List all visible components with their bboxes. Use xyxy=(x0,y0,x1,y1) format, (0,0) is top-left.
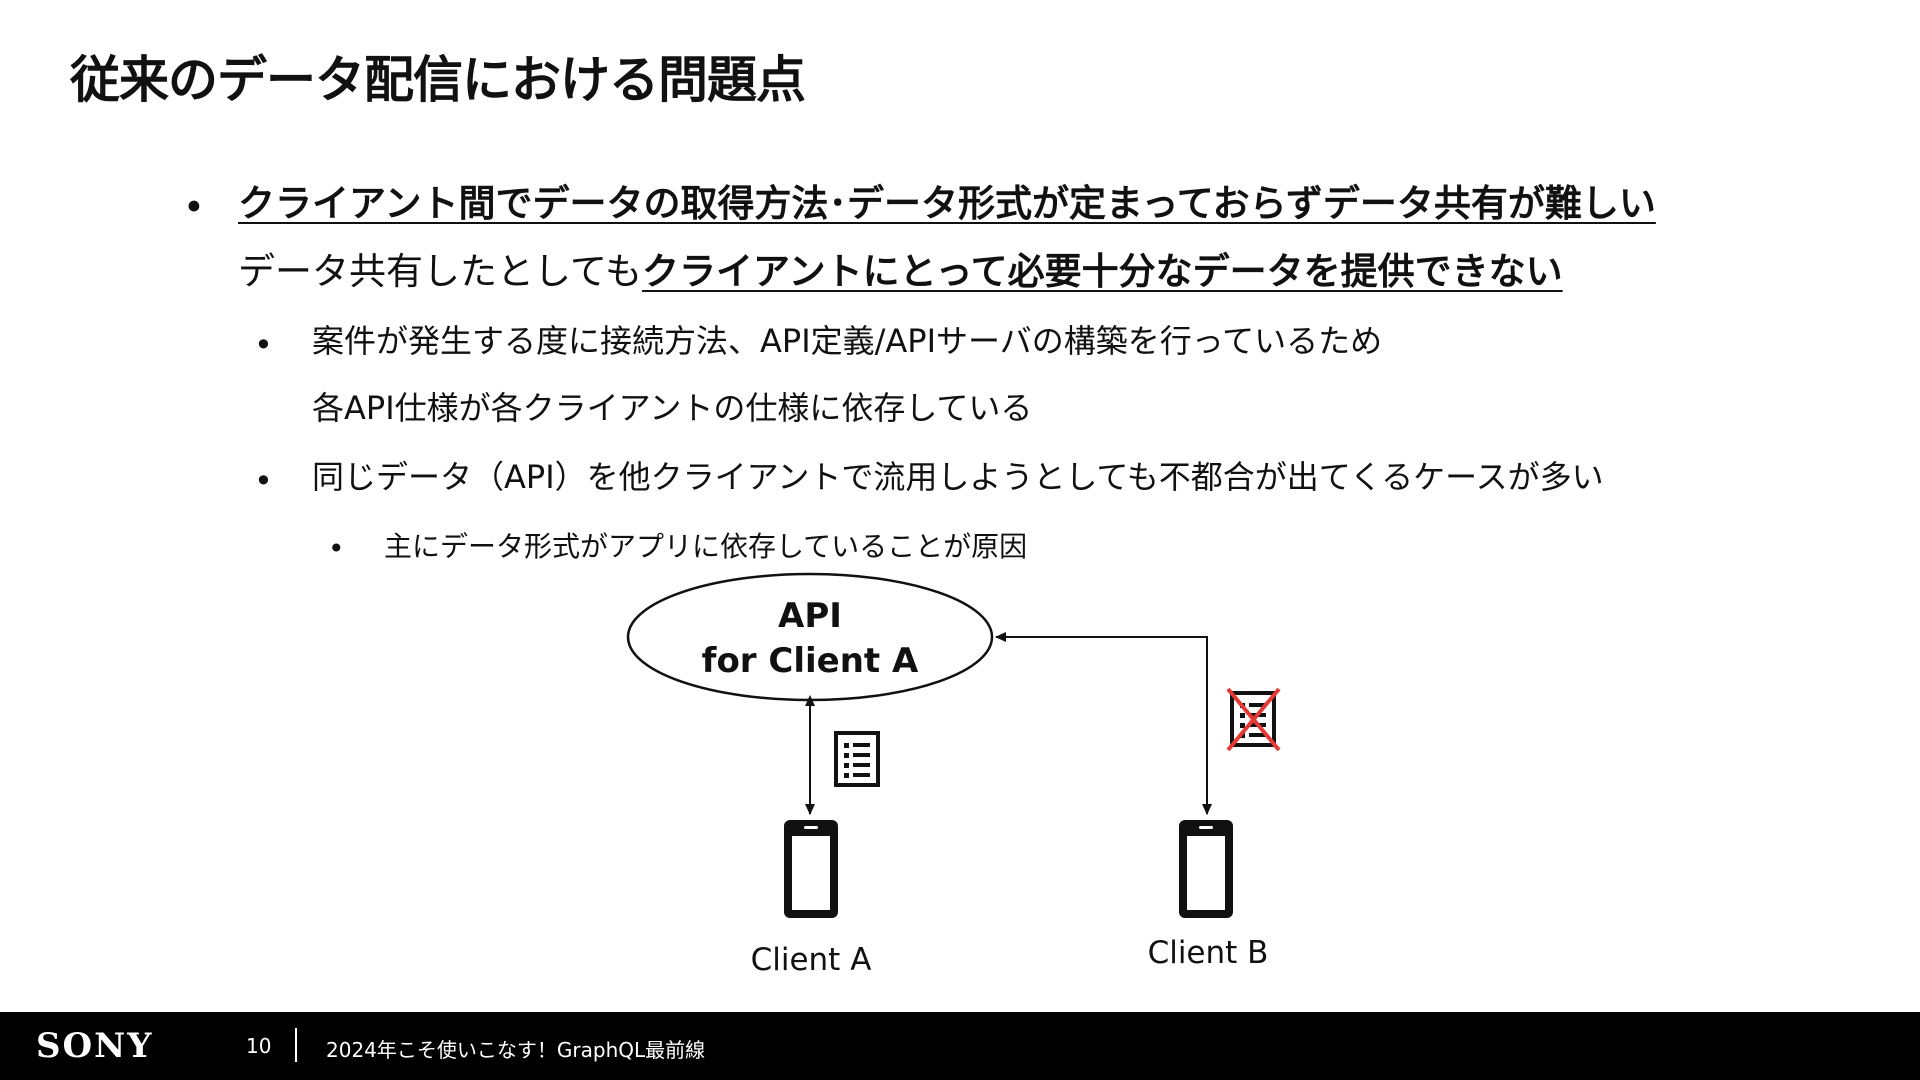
smartphone-icon xyxy=(784,820,838,918)
bullet-main-continuation: データ共有したとしてもクライアントにとって必要十分なデータを提供できない xyxy=(238,250,1563,294)
bullet-dot: • xyxy=(183,186,205,229)
api-node: API for Client A xyxy=(626,572,994,702)
client-b-label: Client B xyxy=(1148,935,1269,971)
document-list-icon xyxy=(834,731,880,787)
arrow-client-b-api xyxy=(995,632,1208,814)
continuation-emphasis-text: クライアントにとって必要十分なデータを提供できない xyxy=(642,250,1563,293)
api-node-label-2: for Client A xyxy=(702,641,919,681)
bullet-dot: • xyxy=(254,326,273,364)
deck-title: 2024年こそ使いこなす！GraphQL最前線 xyxy=(326,1038,706,1062)
document-crossed-out-icon xyxy=(1226,687,1281,752)
bullet-sub-1-line1: 案件が発生する度に接続方法、API定義/APIサーバの構築を行っているため xyxy=(312,322,1383,360)
api-node-label-1: API xyxy=(778,596,842,636)
smartphone-icon xyxy=(1179,820,1233,918)
bullet-dot: • xyxy=(328,532,345,565)
bullet-sub-sub: 主にデータ形式がアプリに依存していることが原因 xyxy=(384,530,1028,563)
page-number: 10 xyxy=(246,1034,272,1058)
slide-title: 従来のデータ配信における問題点 xyxy=(70,51,806,109)
bullet-sub-2: 同じデータ（API）を他クライアントで流用しようとしても不都合が出てくるケースが… xyxy=(312,458,1604,496)
footer-divider xyxy=(295,1028,297,1062)
continuation-plain-text: データ共有したとしても xyxy=(238,250,643,293)
api-diagram: API for Client A xyxy=(626,572,1281,978)
bullet-sub-1-line2: 各API仕様が各クライアントの仕様に依存している xyxy=(312,389,1033,427)
sony-logo: SONY xyxy=(36,1026,154,1066)
bullet-dot: • xyxy=(254,462,273,500)
client-a-label: Client A xyxy=(751,942,872,978)
bullet-main-headline: クライアント間でデータの取得方法･データ形式が定まっておらずデータ共有が難しい xyxy=(238,182,1656,225)
red-cross-line-2 xyxy=(1226,687,1281,752)
footer-bar: SONY 10 2024年こそ使いこなす！GraphQL最前線 xyxy=(0,1012,1920,1080)
